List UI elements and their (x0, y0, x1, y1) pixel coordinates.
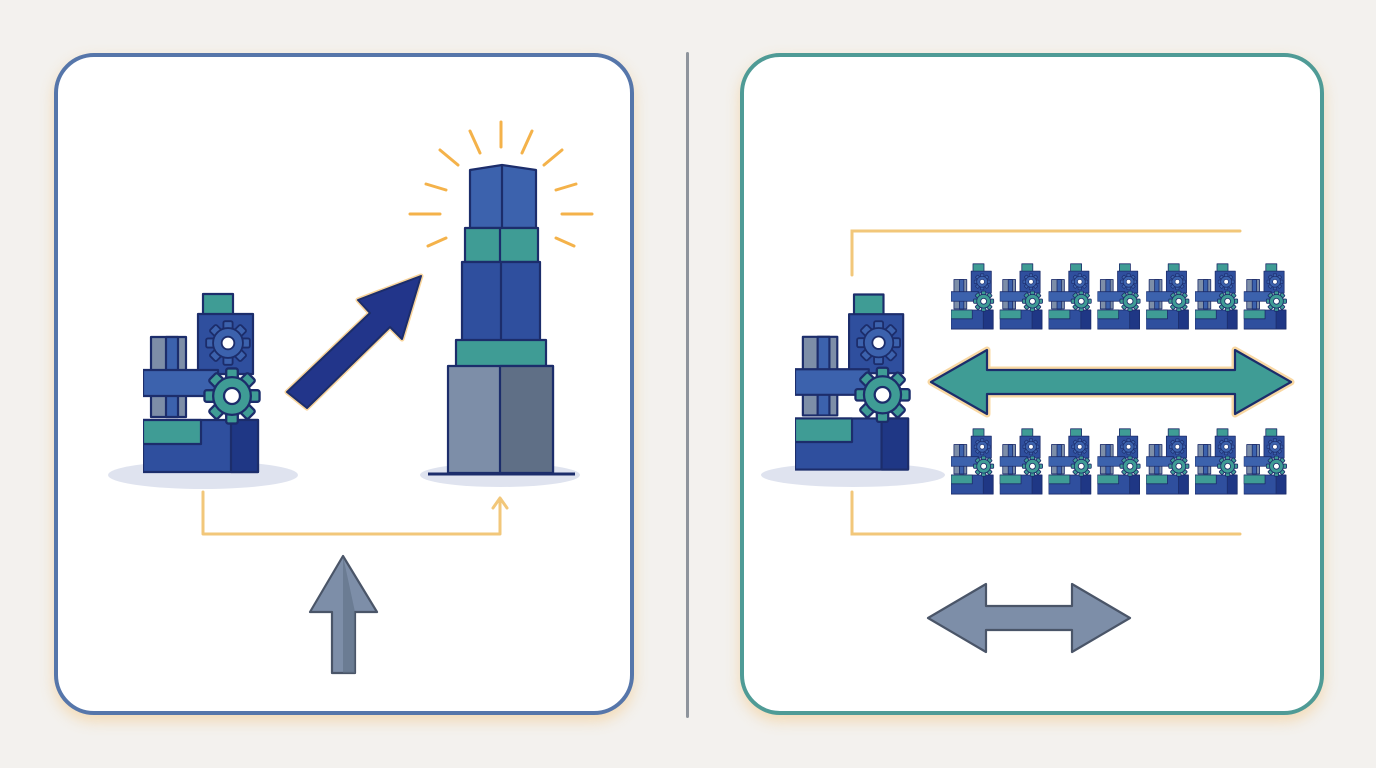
machine-replica-icon (1097, 429, 1140, 494)
double-arrow-icon (927, 346, 1295, 418)
machine-replica-icon (1049, 429, 1092, 494)
panel-divider (686, 52, 689, 718)
machine-replica-icon (1049, 264, 1092, 329)
machine-replica-icon (1244, 429, 1287, 494)
machine-replica-icon (1195, 429, 1238, 494)
replica-row-top (951, 264, 1287, 329)
machine-replica-icon (1244, 264, 1287, 329)
growth-connector (201, 490, 509, 536)
growth-arrow-icon (284, 273, 424, 411)
small-machine-icon (795, 295, 910, 470)
machine-replica-icon (1146, 264, 1189, 329)
machine-replica-icon (1146, 429, 1189, 494)
machine-replica-icon (1097, 264, 1140, 329)
machine-replica-icon (1000, 264, 1043, 329)
machine-replica-icon (951, 429, 994, 494)
replica-bracket (850, 229, 1242, 536)
tall-tower-icon (428, 163, 575, 476)
glow-rays-icon (408, 120, 594, 248)
left-right-arrow-icon (926, 582, 1132, 654)
up-arrow-icon (308, 554, 379, 675)
machine-replica-icon (951, 264, 994, 329)
small-machine-icon (143, 294, 260, 472)
replica-row-bottom (951, 429, 1287, 494)
machine-replica-icon (1000, 429, 1043, 494)
machine-replica-icon (1195, 264, 1238, 329)
